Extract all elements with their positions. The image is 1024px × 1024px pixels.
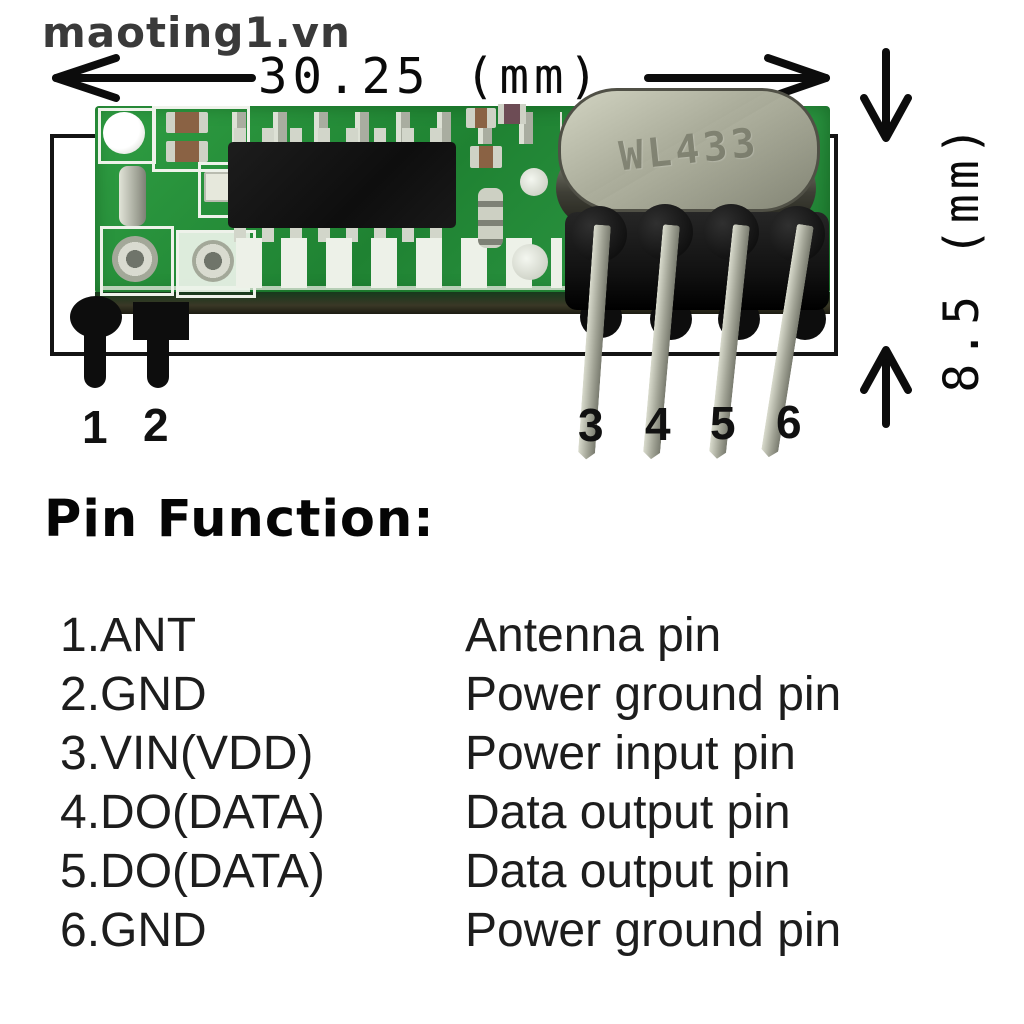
smd-component (470, 146, 502, 168)
pin-number-5: 5 (710, 397, 736, 449)
pin-description: Power ground pin (465, 904, 842, 957)
smd-component (498, 104, 526, 124)
pin-name: 3.VIN(VDD) (60, 727, 314, 780)
crystal-oscillator: WL433 (558, 88, 820, 212)
pin-2-lead (147, 336, 169, 388)
antenna-hole-pad (103, 112, 145, 154)
solder-pad (520, 168, 548, 196)
pin-description: Power ground pin (465, 668, 842, 721)
pin-function-table: 1.ANT Antenna pin 2.GND Power ground pin… (60, 606, 960, 960)
width-dimension-label: 30.25 (mm) (258, 48, 604, 105)
width-arrow-head-right-icon (764, 54, 830, 102)
pin-number-1: 1 (82, 401, 108, 453)
pin-row: 1.ANT Antenna pin (60, 606, 960, 665)
width-arrow-head-left-icon (52, 54, 120, 102)
height-arrow-head-up-icon (860, 346, 912, 394)
pin-name: 1.ANT (60, 609, 197, 662)
pin-number-3: 3 (578, 399, 604, 451)
ic-pins-top (234, 128, 452, 144)
pin-name: 2.GND (60, 668, 207, 721)
capacitor-component (119, 166, 146, 226)
pin-row: 2.GND Power ground pin (60, 665, 960, 724)
pin-number-4: 4 (645, 398, 671, 450)
silkscreen-box (100, 226, 174, 296)
pin-row: 5.DO(DATA) Data output pin (60, 842, 960, 901)
pin-name: 4.DO(DATA) (60, 786, 325, 839)
pin-description: Antenna pin (465, 609, 722, 662)
smd-component (466, 108, 496, 128)
watermark: maoting1.vn (42, 8, 351, 57)
pin-description: Power input pin (465, 727, 796, 780)
pcb-silkscreen-line (102, 286, 802, 290)
pin-function-heading: Pin Function: (44, 490, 435, 549)
solder-pad (512, 244, 548, 280)
resistor-component (478, 188, 503, 248)
solder-pad (192, 240, 234, 282)
pin-row: 3.VIN(VDD) Power input pin (60, 724, 960, 783)
height-arrow-head-down-icon (860, 94, 912, 142)
pin-name: 6.GND (60, 904, 207, 957)
pin-number-2: 2 (143, 399, 169, 451)
smd-component (166, 112, 208, 133)
ic-chip (228, 142, 456, 228)
pin-2-lead (133, 302, 189, 340)
crystal-label: WL433 (616, 119, 762, 181)
solder-pad-row (236, 238, 562, 288)
pin-row: 4.DO(DATA) Data output pin (60, 783, 960, 842)
solder-pad (112, 236, 158, 282)
smd-component (166, 141, 208, 162)
pin-description: Data output pin (465, 845, 791, 898)
pin-name: 5.DO(DATA) (60, 845, 325, 898)
pin-row: 6.GND Power ground pin (60, 901, 960, 960)
pin-number-6: 6 (776, 396, 802, 448)
dimension-arrows-icon (52, 48, 912, 428)
pin-description: Data output pin (465, 786, 791, 839)
pin-1-lead (84, 328, 106, 388)
